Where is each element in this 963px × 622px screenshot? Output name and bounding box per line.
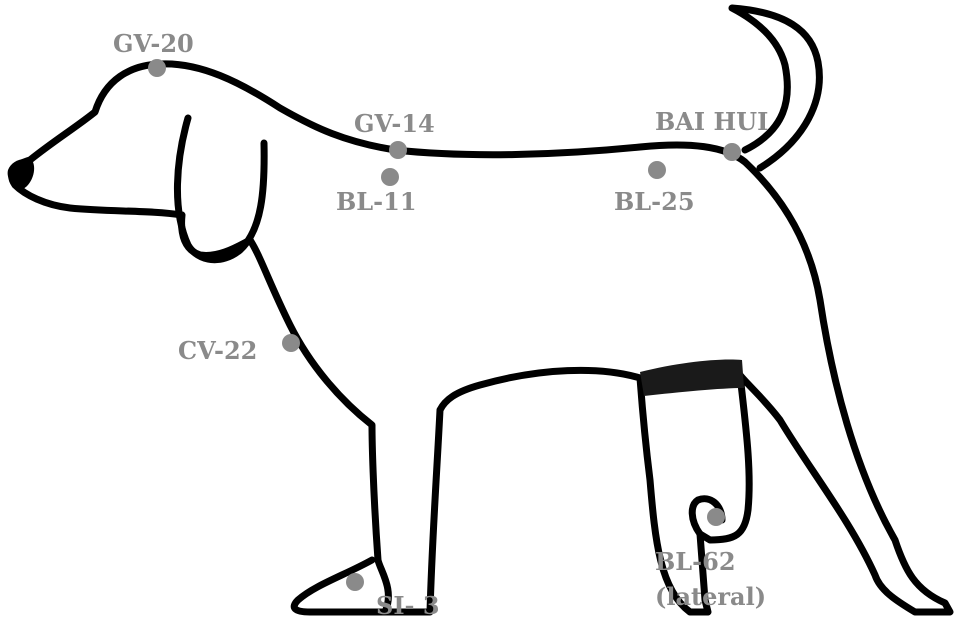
dog-body-outline (12, 64, 950, 612)
bl62-label-line2: (lateral) (655, 582, 766, 611)
baihui-dot (723, 143, 741, 161)
bl11-label: BL-11 (336, 187, 417, 216)
si3-label: SI- 3 (376, 591, 440, 620)
cv22-dot (282, 334, 300, 352)
bl62-dot (707, 508, 725, 526)
bl11-dot (381, 168, 399, 186)
si3-dot (346, 573, 364, 591)
bl25-label: BL-25 (614, 187, 695, 216)
leg-band (640, 360, 744, 397)
cv22-label: CV-22 (178, 336, 257, 365)
baihui-label: BAI HUI (655, 107, 768, 136)
front-paw-outline (294, 560, 385, 612)
tail-outline (732, 8, 819, 168)
bl62-label-line1: BL-62 (655, 547, 736, 576)
gv14-dot (389, 141, 407, 159)
gv20-label: GV-20 (113, 29, 194, 58)
bl25-dot (648, 161, 666, 179)
ear-outline (177, 118, 264, 260)
gv14-label: GV-14 (354, 109, 435, 138)
gv20-dot (148, 59, 166, 77)
